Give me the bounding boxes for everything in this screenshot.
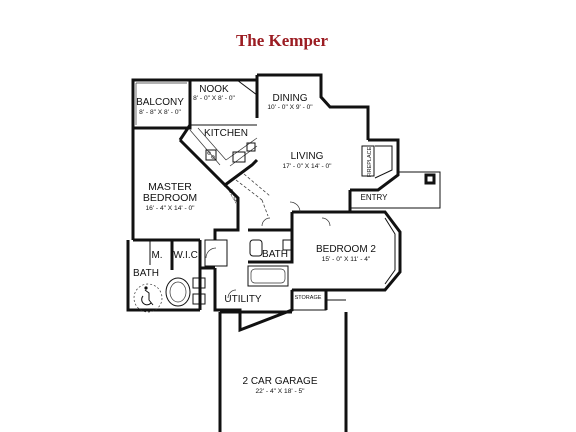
entry-label: ENTRY bbox=[361, 193, 389, 202]
balcony-dims: 8' - 8" X 8' - 0" bbox=[139, 109, 181, 116]
bedroom2-dims: 15' - 0" X 11' - 4" bbox=[322, 256, 371, 263]
nook-dims: 8' - 0" X 8' - 0" bbox=[193, 95, 235, 102]
master-label-2: BEDROOM bbox=[143, 192, 197, 204]
living-label: LIVING bbox=[291, 151, 324, 162]
master-dims: 16' - 4" X 14' - 0" bbox=[146, 205, 196, 212]
accessibility-icon bbox=[133, 283, 163, 313]
fireplace-outline bbox=[368, 138, 400, 192]
master-label-1: MASTER bbox=[148, 181, 192, 193]
balcony-label: BALCONY bbox=[136, 97, 184, 108]
entry-porch bbox=[350, 171, 441, 209]
bedroom2-walls bbox=[292, 210, 402, 292]
wic-label: W.I.C. bbox=[173, 250, 200, 261]
storage-label: STORAGE bbox=[295, 295, 322, 301]
kitchen-walls bbox=[178, 138, 259, 187]
dining-walls bbox=[257, 73, 370, 140]
bath2-label: BATH bbox=[262, 249, 288, 260]
garage-label: 2 CAR GARAGE bbox=[242, 376, 317, 387]
mbath-label-1: M. bbox=[151, 250, 162, 261]
dining-label: DINING bbox=[273, 93, 308, 104]
garage-dims: 22' - 4" X 18' - 5" bbox=[256, 388, 306, 395]
bath2-walls bbox=[248, 228, 294, 264]
master-walls bbox=[126, 128, 200, 312]
mbath-label-2: BATH bbox=[133, 268, 159, 279]
plan-title: The Kemper bbox=[236, 31, 329, 50]
fireplace-label: FIREPLACE bbox=[367, 146, 373, 177]
garage-walls bbox=[218, 310, 348, 432]
kitchen-label: KITCHEN bbox=[204, 128, 248, 139]
utility-label: UTILITY bbox=[224, 294, 262, 305]
dining-dims: 10' - 0" X 9' - 0" bbox=[267, 104, 313, 111]
living-dims: 17' - 0" X 14' - 0" bbox=[283, 163, 333, 170]
bedroom2-label: BEDROOM 2 bbox=[316, 244, 376, 255]
desk-label: DESK bbox=[227, 189, 239, 205]
nook-label: NOOK bbox=[199, 84, 229, 95]
